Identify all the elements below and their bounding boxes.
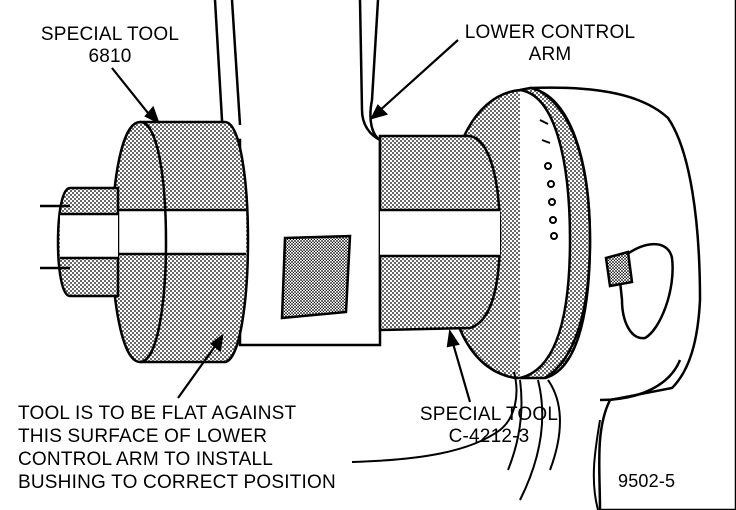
leader-lines xyxy=(111,39,472,403)
label-line: SPECIAL TOOL xyxy=(419,404,559,425)
motion-lines xyxy=(351,371,561,501)
label-line: LOWER CONTROL xyxy=(464,22,636,43)
label-line: 6810 xyxy=(88,46,132,67)
label-special-tool-6810: SPECIAL TOOL 6810 xyxy=(20,24,200,68)
label-tool-flat-note: TOOL IS TO BE FLAT AGAINST THIS SURFACE … xyxy=(18,402,336,494)
label-line: C-4212-3 xyxy=(448,426,530,447)
tool-shaft xyxy=(40,186,120,298)
special-tool-6810-shape xyxy=(110,120,250,364)
press-body xyxy=(529,0,736,510)
label-lower-control-arm: LOWER CONTROL ARM xyxy=(452,22,648,66)
bushing-sleeve xyxy=(378,134,502,332)
figure-id: 9502-5 xyxy=(618,471,676,491)
label-line: ARM xyxy=(528,44,572,65)
label-line: CONTROL ARM TO INSTALL xyxy=(18,449,273,470)
label-line: TOOL IS TO BE FLAT AGAINST xyxy=(18,403,297,424)
label-line: SPECIAL TOOL xyxy=(40,24,180,45)
label-line: BUSHING TO CORRECT POSITION xyxy=(18,472,336,493)
press-marks xyxy=(539,119,558,240)
label-special-tool-c4212: SPECIAL TOOL C-4212-3 xyxy=(410,404,568,448)
wing-screw xyxy=(604,242,674,340)
label-line: THIS SURFACE OF LOWER xyxy=(18,426,268,447)
